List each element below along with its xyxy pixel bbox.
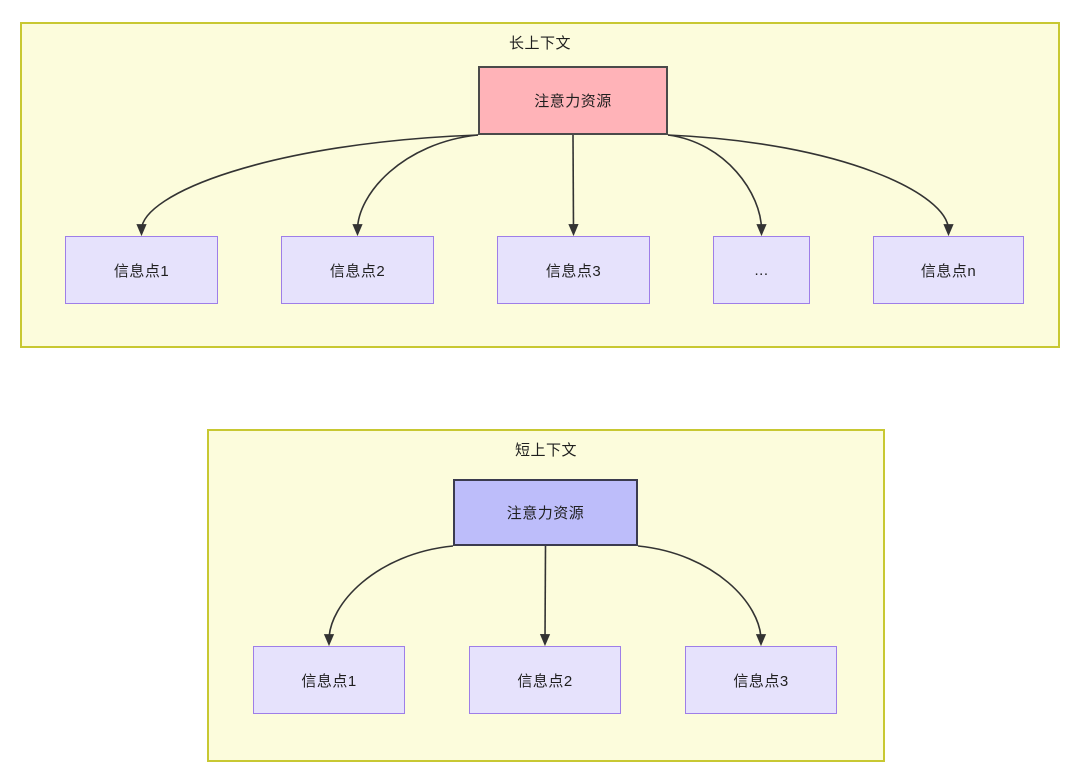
- node-attention-resource-long[interactable]: 注意力资源: [478, 66, 668, 135]
- group-title-short-context: 短上下文: [514, 442, 577, 459]
- node-attention-resource-short[interactable]: 注意力资源: [453, 479, 638, 546]
- node-info-point-3-long[interactable]: 信息点3: [497, 236, 650, 304]
- node-info-point-n-long[interactable]: 信息点n: [873, 236, 1024, 304]
- node-label: 信息点2: [517, 672, 573, 690]
- node-info-point-1-long[interactable]: 信息点1: [65, 236, 218, 304]
- node-info-point-ellipsis-long[interactable]: ...: [713, 236, 810, 304]
- node-label: 信息点1: [113, 262, 170, 280]
- node-info-point-1-short[interactable]: 信息点1: [253, 646, 405, 714]
- node-label: 信息点n: [920, 262, 977, 280]
- node-info-point-3-short[interactable]: 信息点3: [685, 646, 837, 714]
- node-info-point-2-long[interactable]: 信息点2: [281, 236, 434, 304]
- node-label: 信息点3: [545, 262, 602, 280]
- node-label: 信息点1: [301, 672, 357, 690]
- node-label: 注意力资源: [534, 93, 612, 110]
- node-label: 注意力资源: [506, 505, 585, 522]
- group-title-long-context: 长上下文: [508, 35, 571, 52]
- node-info-point-2-short[interactable]: 信息点2: [469, 646, 621, 714]
- node-label: 信息点2: [329, 262, 386, 280]
- node-label: 信息点3: [733, 672, 789, 690]
- node-label: ...: [754, 261, 769, 279]
